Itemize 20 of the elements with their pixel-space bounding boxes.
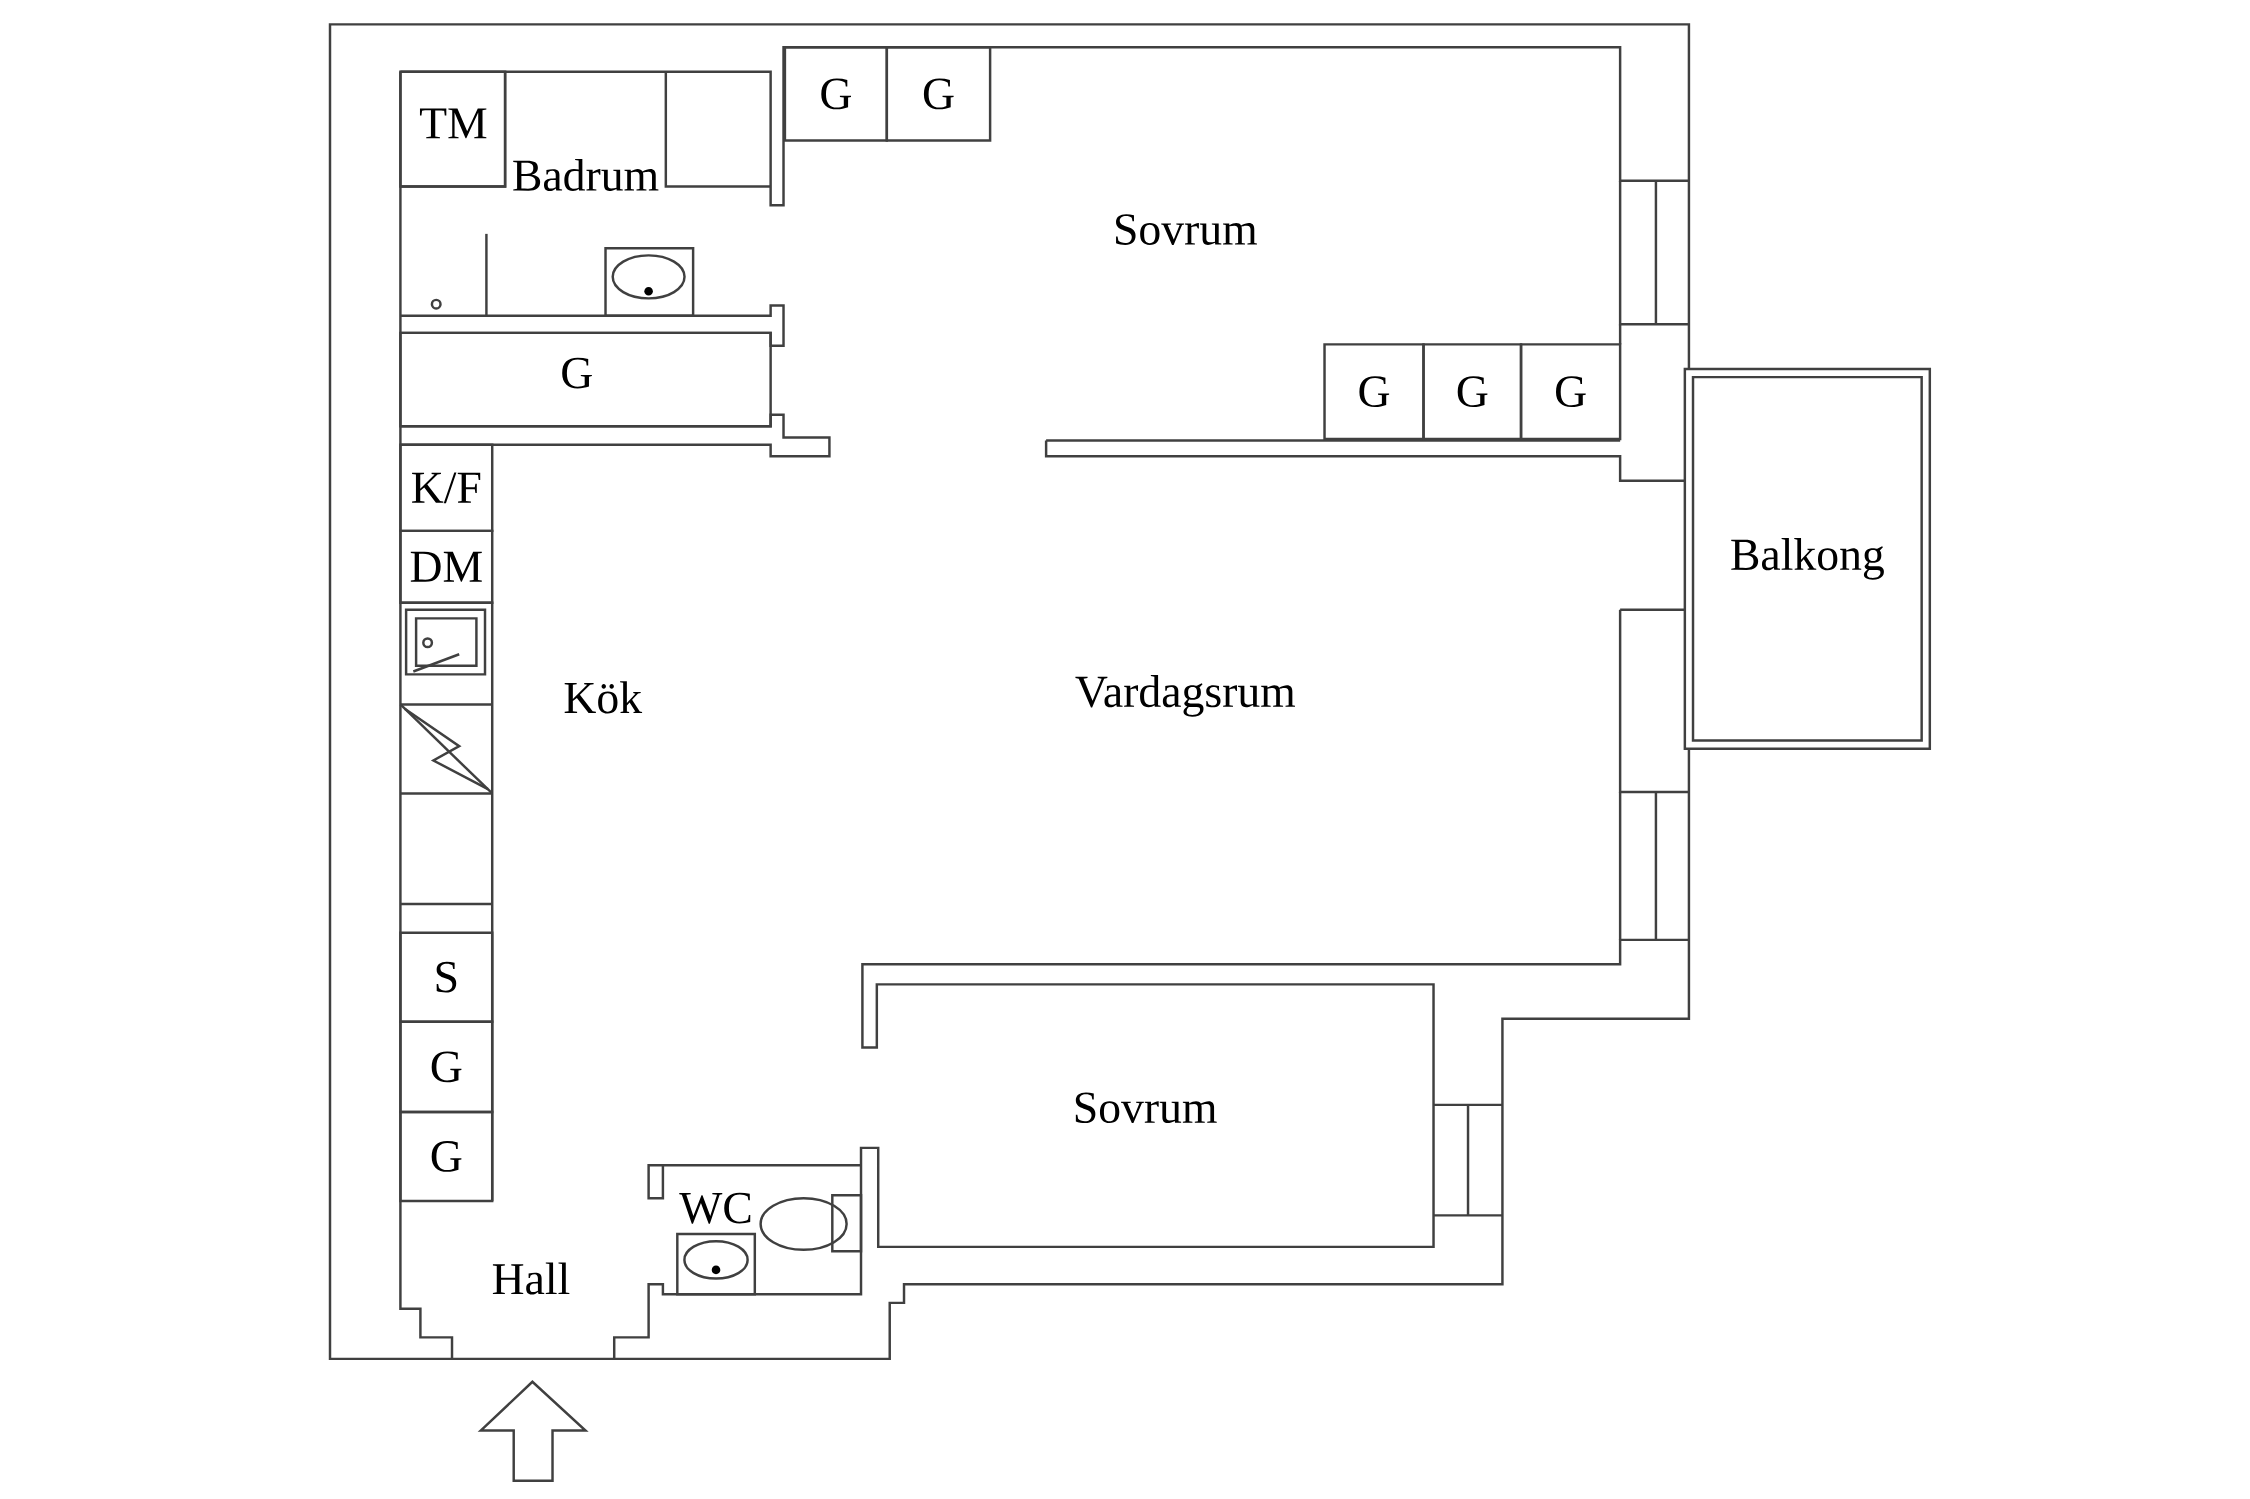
cabinet-box: G — [399, 1110, 494, 1202]
cabinet-box: G — [1422, 342, 1523, 441]
cabinet-box: G — [1519, 342, 1622, 441]
cabinet-box: TM — [399, 70, 507, 188]
room-label: Sovrum — [1075, 1092, 1217, 1123]
room-label: Badrum — [513, 158, 659, 191]
room-label: Kök — [564, 681, 643, 714]
cabinet-box: G — [885, 45, 992, 142]
cabinet-box: G — [1323, 342, 1425, 441]
room-label: Sovrum — [1116, 213, 1257, 245]
room-label: WC — [679, 1192, 751, 1224]
balcony-box: Balkong — [1683, 367, 1932, 750]
cabinet-box: K/F — [399, 443, 494, 532]
cabinet-box: S — [399, 931, 494, 1023]
cabinet-box: G — [399, 331, 772, 428]
cabinet-box: DM — [399, 529, 494, 604]
cabinet-box: G — [783, 45, 889, 142]
room-label: Hall — [492, 1262, 570, 1295]
cabinet-box: G — [399, 1020, 494, 1114]
room-label: Vardagsrum — [1075, 674, 1296, 717]
